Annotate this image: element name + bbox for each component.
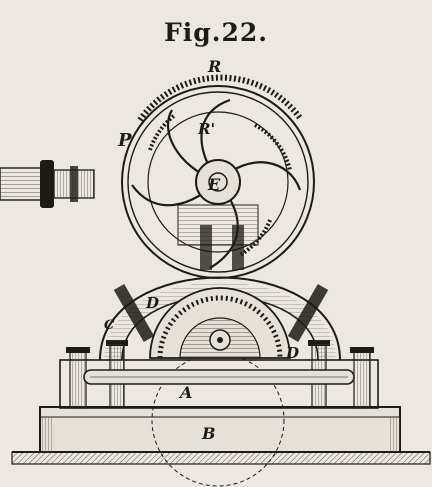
inlet-pipe: [0, 160, 95, 208]
label-C: C: [104, 318, 115, 333]
label-R: R: [207, 57, 221, 76]
main-wheel: [121, 74, 315, 279]
horizontal-shaft: [83, 369, 355, 385]
figure-title: Fig.22.: [164, 18, 268, 47]
lower-gear-segment: [149, 287, 291, 359]
label-R-prime: R': [197, 120, 215, 138]
label-A: A: [178, 383, 192, 402]
label-D-left: D: [145, 294, 159, 312]
label-P: P: [117, 130, 132, 151]
label-D-right: D: [285, 344, 299, 362]
label-E: E: [207, 175, 221, 194]
label-B: B: [201, 424, 216, 443]
foundation-base: [39, 406, 401, 453]
ground-strip: [11, 451, 431, 465]
